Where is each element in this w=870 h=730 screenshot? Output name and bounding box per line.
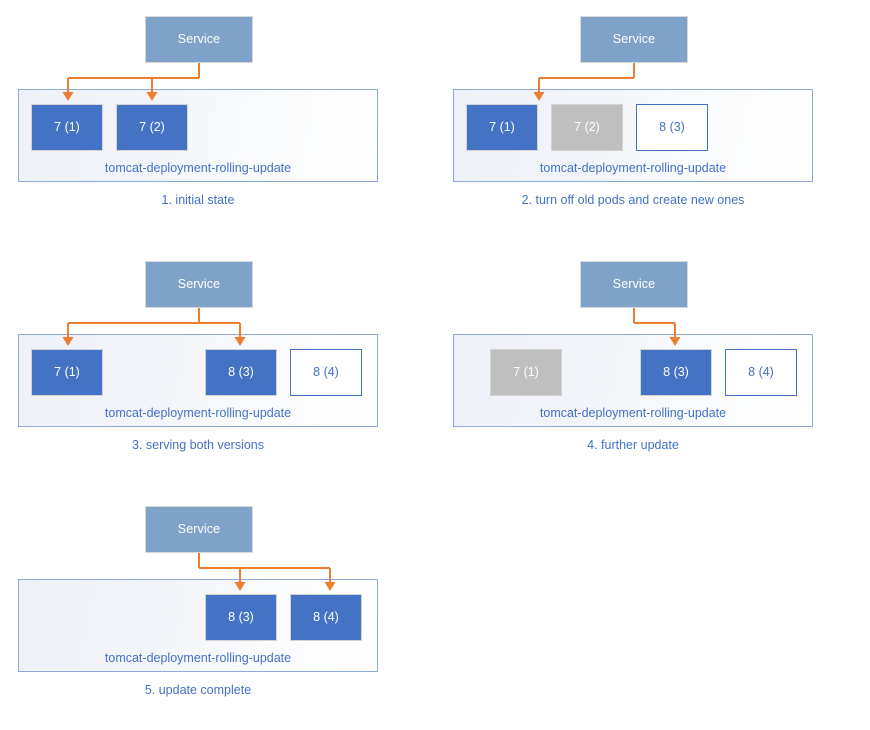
deployment-name-label: tomcat-deployment-rolling-update [104, 160, 292, 175]
service-label: Service [177, 32, 221, 47]
pod-box: 7 (1) [490, 349, 562, 396]
pod-label: 8 (4) [313, 365, 339, 380]
deployment-name-label: tomcat-deployment-rolling-update [104, 405, 292, 420]
panel-caption: 3. serving both versions [131, 438, 264, 452]
service-box: Service [580, 16, 688, 63]
pod-box: 8 (3) [205, 349, 277, 396]
pod-box: 8 (3) [640, 349, 712, 396]
pod-box: 8 (3) [636, 104, 708, 151]
pod-label: 8 (3) [663, 365, 689, 380]
pod-label: 7 (1) [513, 365, 539, 380]
diagram-panel-3: tomcat-deployment-rolling-update 7 (1) 8 (… [0, 245, 435, 485]
pod-label: 8 (4) [748, 365, 774, 380]
diagram-panel-1: tomcat-deployment-rolling-update 7 (1) 7 (… [0, 0, 435, 240]
diagram-panel-4: tomcat-deployment-rolling-update 7 (1) 8 (… [435, 245, 870, 485]
service-box: Service [145, 506, 253, 553]
pod-label: 7 (1) [54, 365, 80, 380]
deployment-name-label: tomcat-deployment-rolling-update [539, 160, 727, 175]
diagram-panel-5: tomcat-deployment-rolling-update 8 (3) 8 (… [0, 490, 435, 730]
service-label: Service [177, 522, 221, 537]
panel-caption: 1. initial state [161, 193, 235, 207]
pod-label: 7 (1) [54, 120, 80, 135]
panel-caption: 2. turn off old pods and create new ones [521, 193, 745, 207]
deployment-name-label: tomcat-deployment-rolling-update [104, 650, 292, 665]
service-label: Service [612, 32, 656, 47]
pod-box: 7 (1) [31, 349, 103, 396]
pod-box: 8 (3) [205, 594, 277, 641]
deployment-name-label: tomcat-deployment-rolling-update [539, 405, 727, 420]
pod-label: 7 (1) [489, 120, 515, 135]
pod-box: 7 (2) [551, 104, 623, 151]
pod-label: 7 (2) [139, 120, 165, 135]
service-box: Service [145, 16, 253, 63]
panel-caption: 5. update complete [144, 683, 252, 697]
pod-box: 8 (4) [725, 349, 797, 396]
pod-label: 8 (4) [313, 610, 339, 625]
pod-label: 8 (3) [228, 610, 254, 625]
diagram-panel-2: tomcat-deployment-rolling-update 7 (1) 7 (… [435, 0, 870, 240]
pod-box: 7 (2) [116, 104, 188, 151]
service-box: Service [580, 261, 688, 308]
pod-box: 7 (1) [466, 104, 538, 151]
pod-label: 7 (2) [574, 120, 600, 135]
service-label: Service [612, 277, 656, 292]
panel-caption: 4. further update [587, 438, 679, 452]
pod-box: 8 (4) [290, 594, 362, 641]
pod-box: 8 (4) [290, 349, 362, 396]
pod-label: 8 (3) [659, 120, 685, 135]
service-box: Service [145, 261, 253, 308]
pod-box: 7 (1) [31, 104, 103, 151]
service-label: Service [177, 277, 221, 292]
pod-label: 8 (3) [228, 365, 254, 380]
